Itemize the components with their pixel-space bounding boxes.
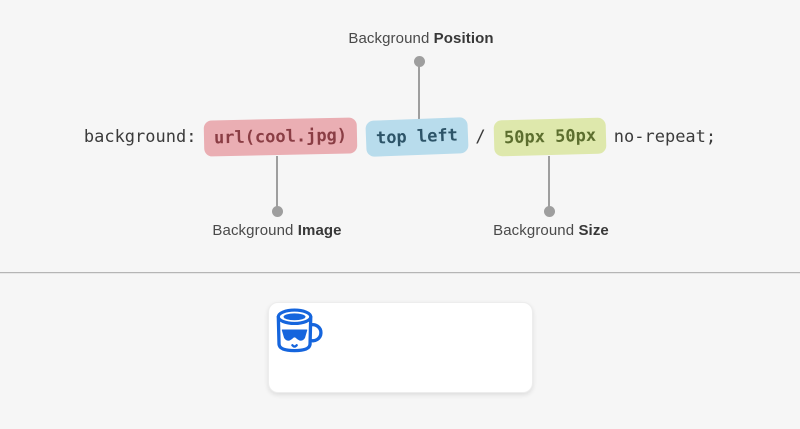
section-divider: [0, 272, 800, 273]
background-position-token: top left: [364, 116, 469, 158]
css-code-line: background: url(cool.jpg) top left / 50p…: [0, 116, 800, 158]
label-bold-word: Size: [578, 222, 609, 239]
label-prefix: Background: [212, 222, 298, 239]
background-image-label: Background Image: [212, 222, 341, 239]
background-position-label: Background Position: [348, 30, 493, 47]
label-prefix: Background: [348, 30, 434, 47]
connector-line-size: [548, 156, 550, 208]
slash-separator: /: [475, 127, 486, 147]
connector-dot-position: [414, 56, 425, 67]
label-bold-word: Position: [433, 30, 494, 47]
css-property: background:: [83, 127, 197, 147]
connector-dot-size: [544, 206, 555, 217]
mug-with-sunglasses-icon: [276, 308, 323, 353]
connector-line-position: [418, 64, 420, 119]
connector-line-image: [276, 156, 278, 208]
label-bold-word: Image: [297, 222, 342, 239]
no-repeat-token: no-repeat;: [613, 127, 717, 147]
background-image-token: url(cool.jpg): [204, 117, 358, 157]
demo-card: [268, 302, 533, 393]
background-size-label: Background Size: [493, 222, 609, 239]
connector-dot-image: [272, 206, 283, 217]
background-size-token: 50px 50px: [493, 117, 607, 157]
label-prefix: Background: [493, 222, 579, 239]
